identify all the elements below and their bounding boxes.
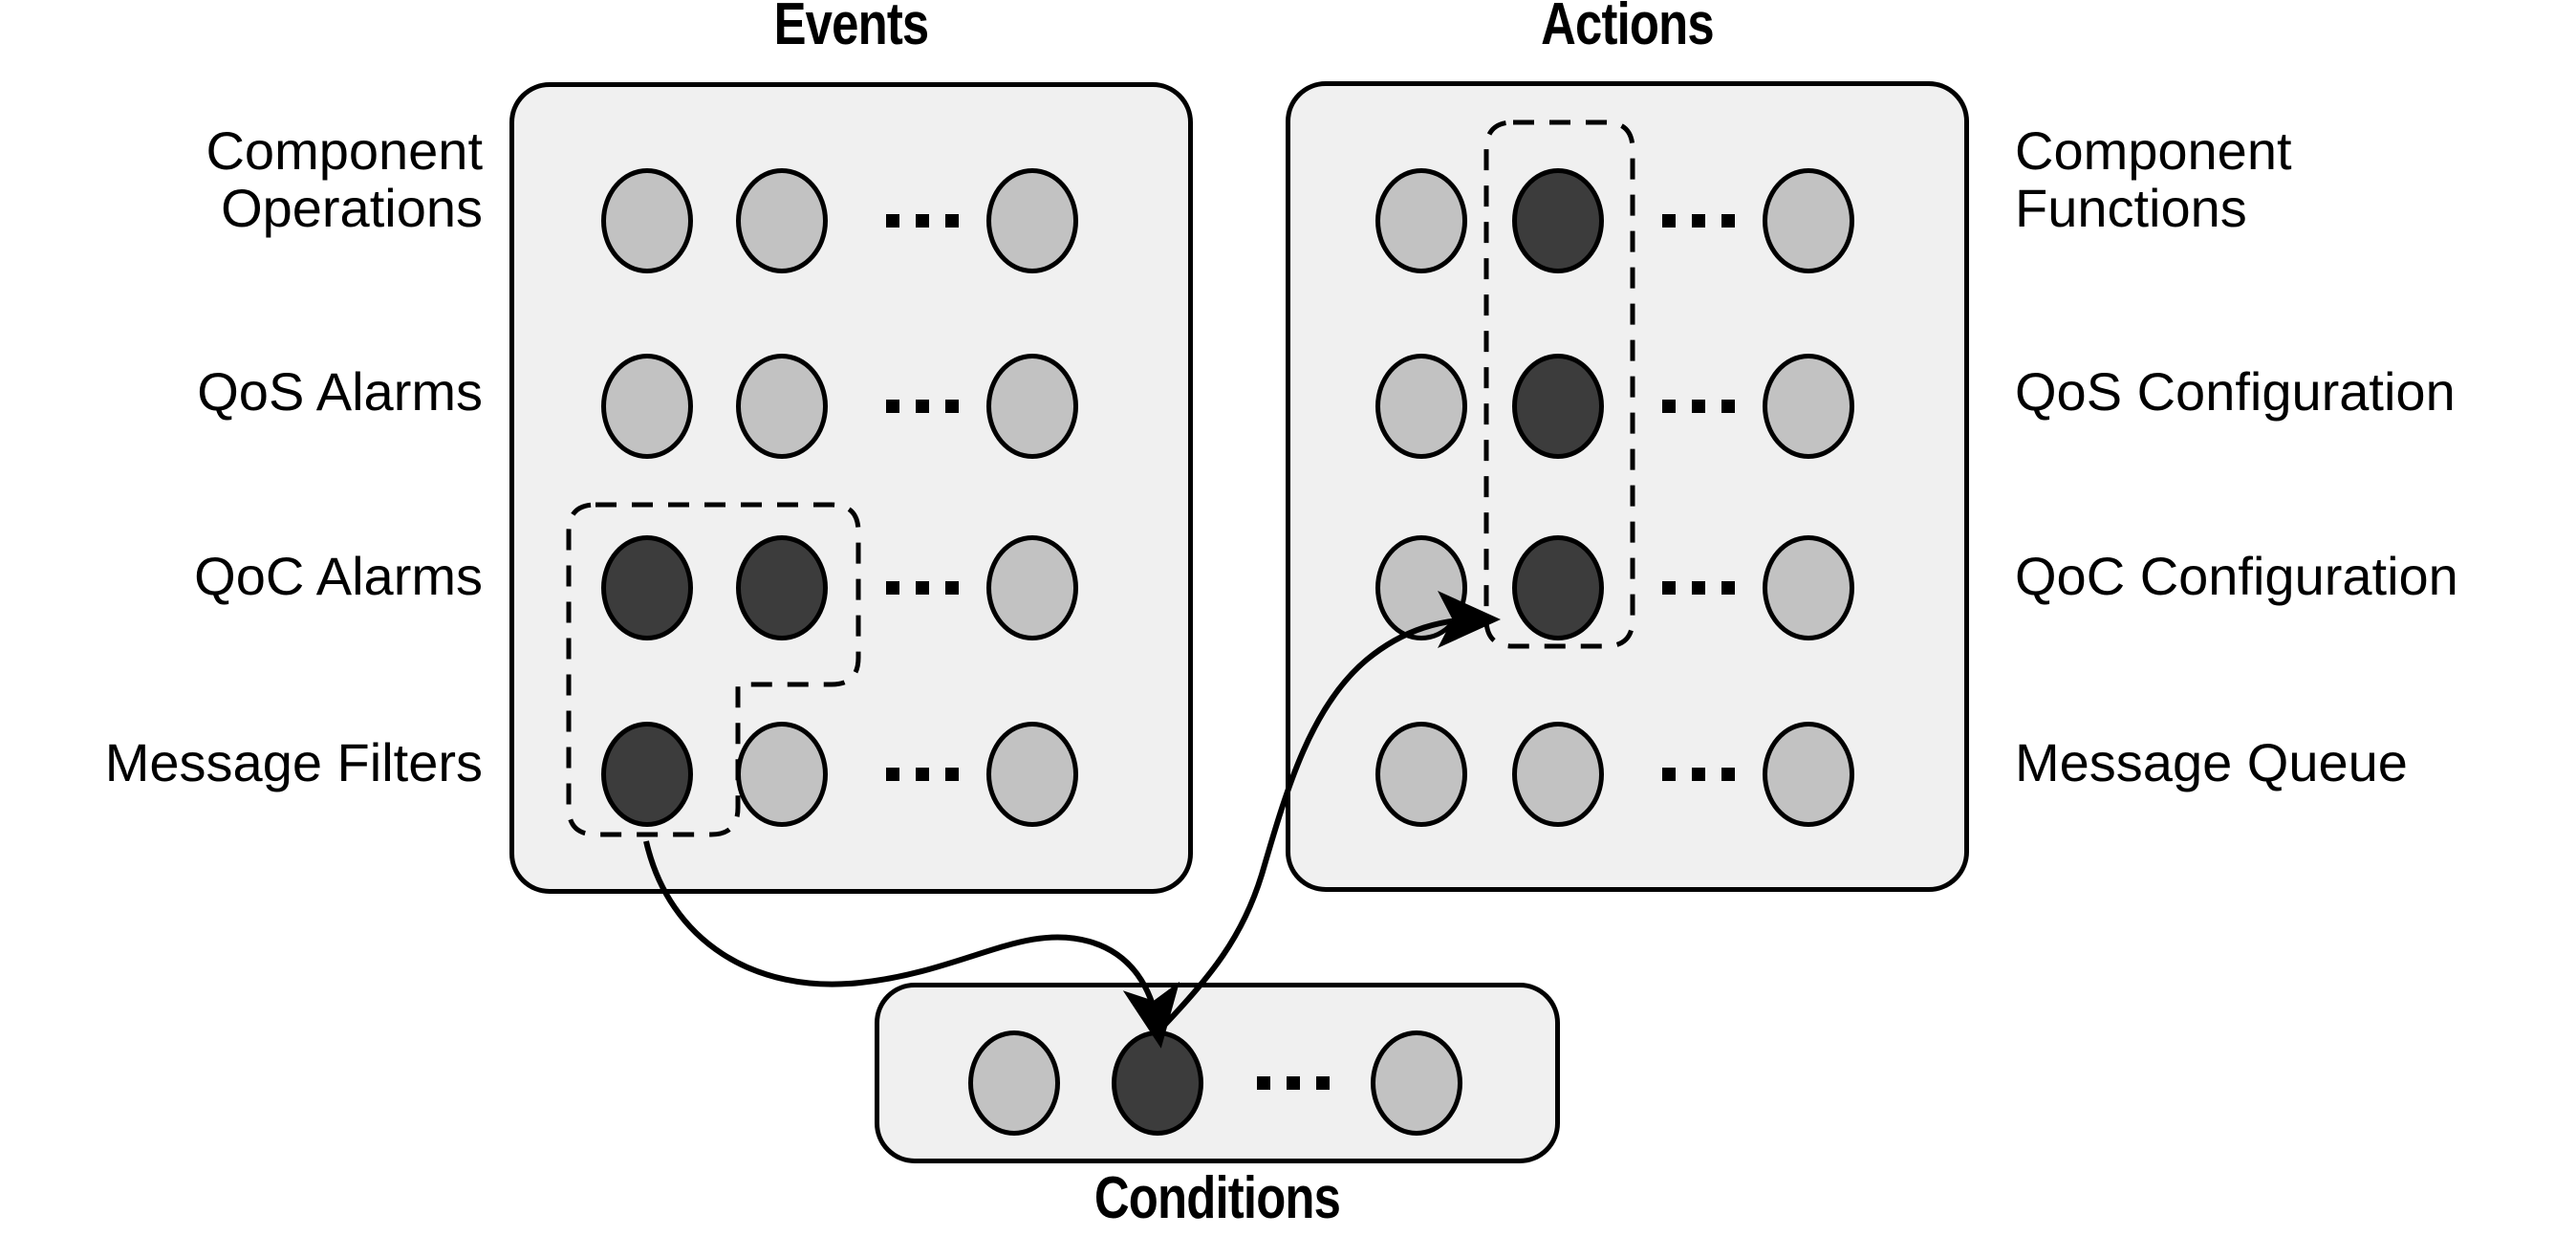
actions-node-r4c4[interactable]: [1763, 722, 1854, 827]
events-node-r3c1[interactable]: [601, 535, 693, 640]
events-ellipsis-r1: [886, 214, 959, 228]
events-row-label-qos-alarms: QoS Alarms: [197, 361, 483, 422]
actions-row-label-message-queue: Message Queue: [2015, 732, 2408, 792]
events-node-r1c1[interactable]: [601, 168, 693, 273]
actions-node-r3c4[interactable]: [1763, 535, 1854, 640]
actions-ellipsis-r1: [1662, 214, 1735, 228]
actions-node-r3c1[interactable]: [1375, 535, 1467, 640]
actions-node-r3c2[interactable]: [1512, 535, 1604, 640]
events-title: Events: [773, 0, 930, 57]
actions-row-label-component-functions: Component Functions: [2015, 120, 2292, 239]
actions-node-r4c2[interactable]: [1512, 722, 1604, 827]
events-node-r2c1[interactable]: [601, 354, 693, 459]
events-node-r4c2[interactable]: [736, 722, 828, 827]
conditions-title: Conditions: [1093, 1165, 1341, 1231]
events-ellipsis-r4: [886, 768, 959, 781]
conditions-node-c4[interactable]: [1371, 1030, 1462, 1136]
actions-node-r2c2[interactable]: [1512, 354, 1604, 459]
events-ellipsis-r2: [886, 400, 959, 413]
actions-ellipsis-r2: [1662, 400, 1735, 413]
actions-node-r1c1[interactable]: [1375, 168, 1467, 273]
events-node-r3c4[interactable]: [986, 535, 1078, 640]
events-row-label-qoc-alarms: QoC Alarms: [194, 546, 483, 606]
actions-node-r1c2[interactable]: [1512, 168, 1604, 273]
events-node-r4c1[interactable]: [601, 722, 693, 827]
events-node-r2c4[interactable]: [986, 354, 1078, 459]
conditions-node-c2[interactable]: [1112, 1030, 1203, 1136]
actions-title: Actions: [1541, 0, 1715, 57]
events-node-r4c4[interactable]: [986, 722, 1078, 827]
conditions-ellipsis: [1257, 1076, 1330, 1090]
actions-ellipsis-r4: [1662, 768, 1735, 781]
events-node-r2c2[interactable]: [736, 354, 828, 459]
actions-node-r2c1[interactable]: [1375, 354, 1467, 459]
events-node-r3c2[interactable]: [736, 535, 828, 640]
events-node-r1c2[interactable]: [736, 168, 828, 273]
conditions-node-c1[interactable]: [968, 1030, 1060, 1136]
actions-node-r2c4[interactable]: [1763, 354, 1854, 459]
actions-node-r4c1[interactable]: [1375, 722, 1467, 827]
actions-row-label-qos-configuration: QoS Configuration: [2015, 361, 2456, 422]
actions-node-r1c4[interactable]: [1763, 168, 1854, 273]
events-node-r1c4[interactable]: [986, 168, 1078, 273]
events-row-label-message-filters: Message Filters: [104, 732, 483, 792]
actions-ellipsis-r3: [1662, 581, 1735, 595]
actions-row-label-qoc-configuration: QoC Configuration: [2015, 546, 2458, 606]
events-ellipsis-r3: [886, 581, 959, 595]
events-row-label-component-operations: Component Operations: [206, 120, 483, 239]
